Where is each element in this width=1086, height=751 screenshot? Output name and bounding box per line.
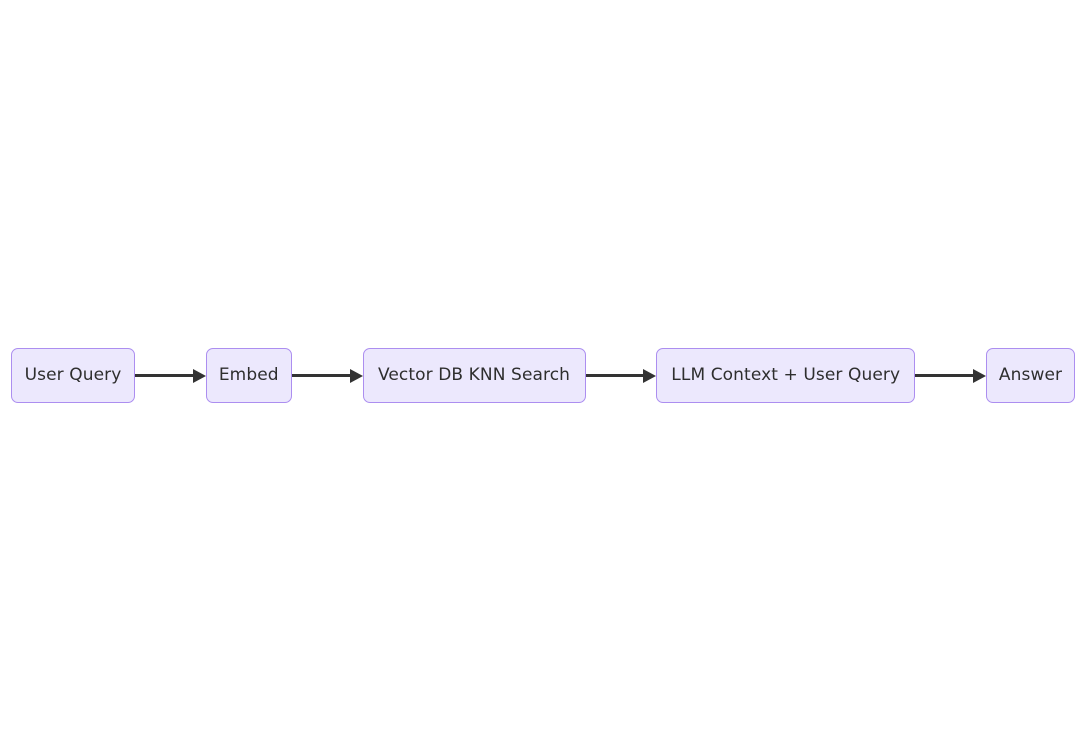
- node-answer[interactable]: Answer: [986, 348, 1075, 403]
- arrowhead-icon: [973, 368, 986, 383]
- edge-vector-db-to-llm-context: [585, 348, 657, 403]
- node-label: LLM Context + User Query: [671, 365, 901, 385]
- node-label: User Query: [24, 365, 122, 385]
- node-llm-context-user-query[interactable]: LLM Context + User Query: [656, 348, 916, 403]
- edge-user-query-to-embed: [135, 348, 206, 403]
- edge-line: [135, 374, 195, 377]
- node-label: Embed: [218, 365, 279, 385]
- arrowhead-icon: [349, 368, 363, 383]
- edge-line: [915, 374, 975, 377]
- node-label: Vector DB KNN Search: [377, 365, 571, 385]
- flowchart-sequence: User Query Embed Vector DB KNN Search LL…: [0, 348, 1086, 403]
- arrowhead-icon: [192, 368, 206, 383]
- edge-llm-context-to-answer: [915, 348, 986, 403]
- node-label: Answer: [998, 365, 1063, 385]
- edge-line: [585, 374, 646, 377]
- node-vector-db-knn-search[interactable]: Vector DB KNN Search: [362, 348, 586, 403]
- edge-line: [291, 374, 352, 377]
- edge-embed-to-vector-db: [291, 348, 363, 403]
- node-user-query[interactable]: User Query: [11, 348, 135, 403]
- arrowhead-icon: [643, 368, 657, 383]
- node-embed[interactable]: Embed: [205, 348, 292, 403]
